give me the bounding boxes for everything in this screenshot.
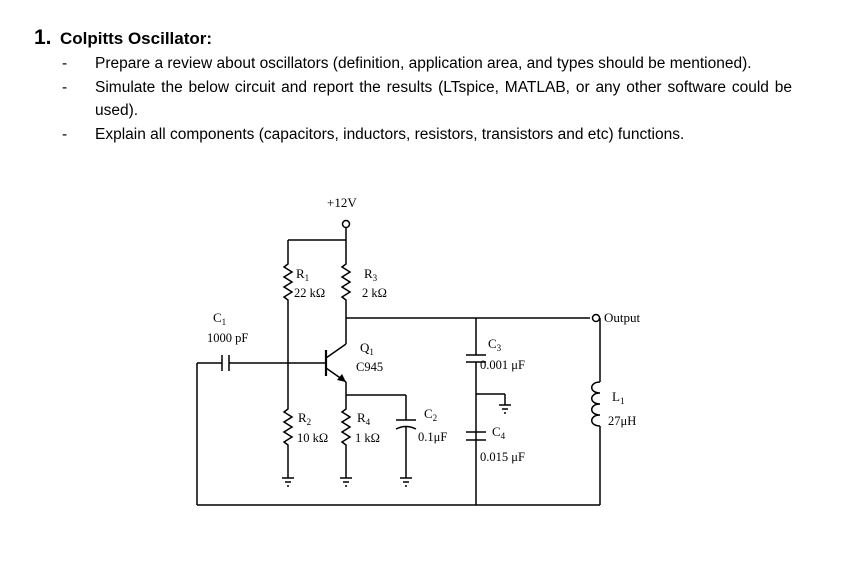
supply-terminal — [341, 219, 351, 229]
supply-label: +12V — [327, 195, 357, 210]
c1-value: 1000 pF — [207, 331, 248, 345]
task-text: Simulate the below circuit and report th… — [95, 78, 792, 120]
c1-label: C1 — [213, 310, 226, 327]
r4-value: 1 kΩ — [355, 431, 380, 445]
task-item-simulate: - Simulate the below circuit and report … — [62, 76, 792, 123]
resistor-r1 — [282, 260, 294, 304]
bullet-dash: - — [62, 78, 68, 96]
resistor-r3 — [340, 260, 352, 304]
c4-value: 0.015 μF — [480, 450, 525, 464]
inductor-l1 — [591, 381, 601, 427]
resistor-r2 — [282, 405, 294, 449]
c2-label: C2 — [424, 406, 437, 423]
section-heading: 1. Colpitts Oscillator: — [34, 26, 212, 50]
r2-label: R2 — [298, 410, 311, 427]
r3-value: 2 kΩ — [362, 286, 387, 300]
r2-value: 10 kΩ — [297, 431, 328, 445]
l1-value: 27μH — [608, 414, 636, 428]
bullet-dash: - — [62, 125, 68, 143]
transistor-emitter-arrow — [337, 374, 346, 382]
c3-label: C3 — [488, 336, 502, 353]
task-item-explain: - Explain all components (capacitors, in… — [62, 123, 792, 147]
q1-value: C945 — [356, 360, 383, 374]
c2-value: 0.1μF — [418, 430, 447, 444]
task-text: Prepare a review about oscillators (defi… — [95, 55, 752, 72]
task-text: Explain all components (capacitors, indu… — [95, 125, 685, 143]
q1-label: Q1 — [360, 340, 374, 357]
l1-label: L1 — [612, 389, 624, 406]
section-title: Colpitts Oscillator: — [59, 29, 213, 48]
resistor-r4 — [340, 405, 352, 449]
section-number: 1. — [34, 26, 52, 49]
r1-value: 22 kΩ — [294, 286, 325, 300]
output-label: Output — [604, 310, 641, 325]
r3-label: R3 — [364, 266, 378, 283]
task-item-review: - Prepare a review about oscillators (de… — [62, 52, 792, 76]
circuit-wires — [196, 219, 601, 506]
output-terminal — [591, 313, 601, 323]
c4-label: C4 — [492, 424, 506, 441]
ground-symbols — [282, 404, 511, 487]
r1-label: R1 — [296, 266, 309, 283]
c3-value: 0.001 μF — [480, 358, 525, 372]
bullet-dash: - — [62, 55, 68, 72]
r4-label: R4 — [357, 410, 371, 427]
task-list: - Prepare a review about oscillators (de… — [62, 52, 792, 146]
